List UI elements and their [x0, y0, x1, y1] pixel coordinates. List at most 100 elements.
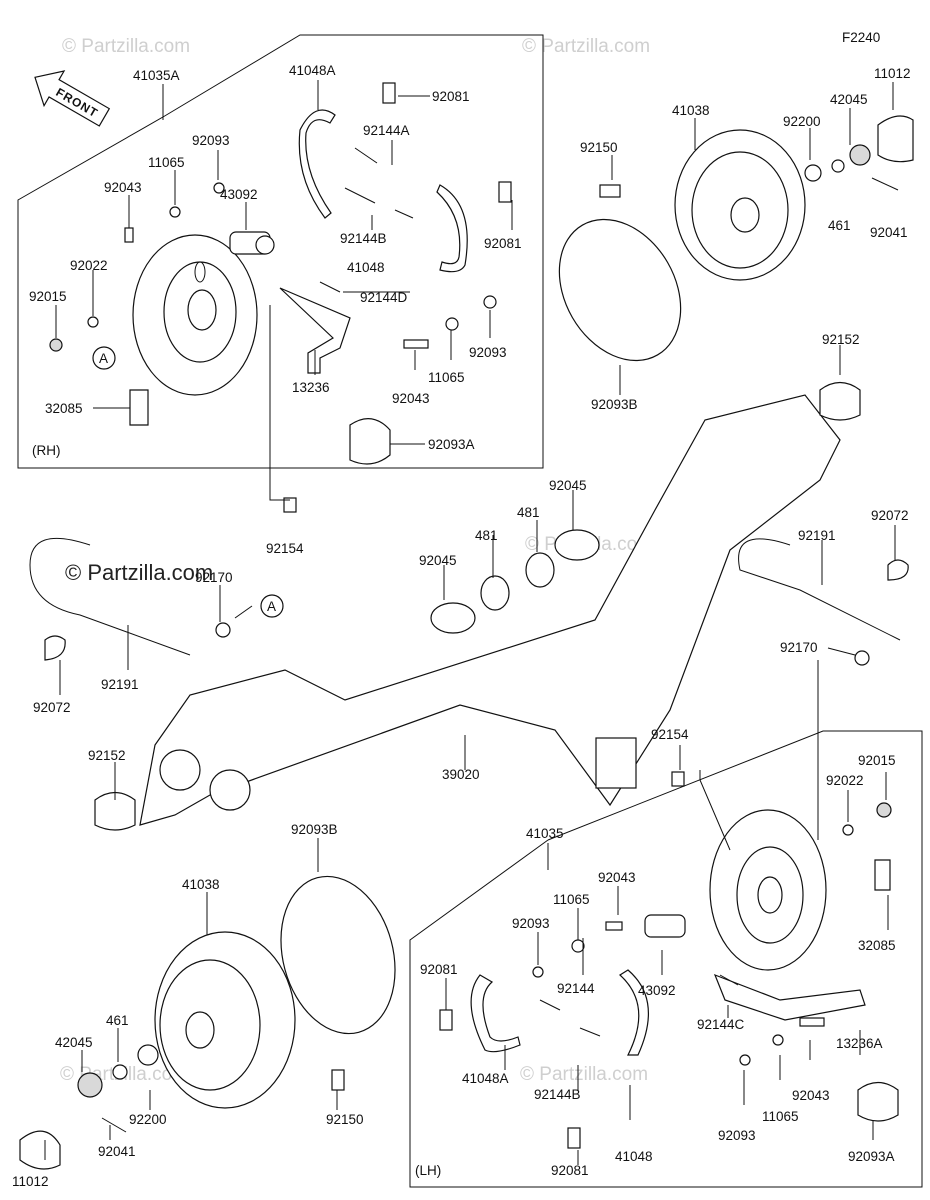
- part-label: 92072: [871, 508, 909, 523]
- part-label: 11065: [148, 155, 185, 170]
- part-label: 92150: [580, 140, 618, 155]
- part-label: 42045: [830, 92, 868, 107]
- part-label: 92170: [195, 570, 233, 585]
- part-label: 41048: [347, 260, 385, 275]
- part-label: 13236: [292, 380, 330, 395]
- rh-frame: [17, 34, 544, 469]
- part-label: 92081: [484, 236, 522, 251]
- brake-drum-lower: [154, 875, 396, 1109]
- part-label: 92081: [432, 89, 470, 104]
- part-label: 92191: [101, 677, 139, 692]
- lh-frame: [409, 730, 923, 1188]
- part-label: 41048A: [462, 1071, 509, 1086]
- part-label: 92144B: [534, 1087, 581, 1102]
- part-label: 11012: [874, 66, 911, 81]
- part-label: 92041: [98, 1144, 136, 1159]
- part-label: 32085: [858, 938, 896, 953]
- part-label: 39020: [442, 767, 480, 782]
- svg-text:A: A: [267, 599, 276, 614]
- watermark: © Partzilla.com: [522, 36, 650, 57]
- rh-backing-plate: [132, 234, 258, 396]
- part-label: 32085: [45, 401, 83, 416]
- part-label: 41048A: [289, 63, 336, 78]
- part-label: 92144: [557, 981, 595, 996]
- leader-lines: [44, 80, 896, 1165]
- part-label: 92093: [718, 1128, 756, 1143]
- callout-a-rh: A: [92, 346, 116, 370]
- lh-backing-plate: [709, 809, 827, 971]
- swingarm: [139, 394, 841, 826]
- part-label: 92144B: [340, 231, 387, 246]
- part-label: 42045: [55, 1035, 93, 1050]
- part-label: 92043: [598, 870, 636, 885]
- rh-brake-shoe-a: [298, 109, 336, 219]
- part-label: 41048: [615, 1149, 653, 1164]
- part-label: 41035: [526, 826, 564, 841]
- callout-a-center: A: [260, 594, 284, 618]
- part-label: 481: [517, 505, 540, 520]
- part-label: 92152: [88, 748, 126, 763]
- part-label: 92022: [70, 258, 108, 273]
- part-label: 92093B: [291, 822, 338, 837]
- part-label: 92150: [326, 1112, 364, 1127]
- part-label: 41035A: [133, 68, 180, 83]
- part-label: 11065: [762, 1109, 799, 1124]
- center-bearings: [94, 381, 861, 831]
- watermark-dark: © Partzilla.com: [65, 560, 213, 585]
- part-label: 92154: [266, 541, 304, 556]
- part-label: 92170: [780, 640, 818, 655]
- part-label: 461: [106, 1013, 129, 1028]
- part-label: 92043: [392, 391, 430, 406]
- part-label: 92144D: [360, 290, 408, 305]
- part-label: 43092: [220, 187, 258, 202]
- part-label: 92093A: [428, 437, 475, 452]
- part-label: 41038: [182, 877, 220, 892]
- svg-text:A: A: [99, 351, 108, 366]
- part-label: 92152: [822, 332, 860, 347]
- part-label: 92045: [419, 553, 457, 568]
- part-label: 92041: [870, 225, 908, 240]
- part-label: 43092: [638, 983, 676, 998]
- rh-small-parts: [49, 82, 512, 465]
- part-label: 481: [475, 528, 498, 543]
- part-label: 92072: [33, 700, 71, 715]
- watermark: © Partzilla.com: [520, 1064, 648, 1085]
- part-label: 92022: [826, 773, 864, 788]
- lh-section-tag: (LH): [415, 1163, 441, 1178]
- part-label: 13236A: [836, 1036, 883, 1051]
- figure-code: F2240: [842, 30, 880, 45]
- part-label: 11065: [553, 892, 590, 907]
- breather-hoses: [29, 537, 909, 666]
- part-label: 92191: [798, 528, 836, 543]
- part-label: 461: [828, 218, 851, 233]
- part-label: 11065: [428, 370, 465, 385]
- part-label: 92093A: [848, 1149, 895, 1164]
- part-label: 92144A: [363, 123, 410, 138]
- part-label: 92043: [104, 180, 142, 195]
- part-label: 92200: [783, 114, 821, 129]
- part-label: 41038: [672, 103, 710, 118]
- front-arrow-icon: FRONT: [34, 70, 111, 127]
- part-label: 92081: [420, 962, 458, 977]
- part-label: 92043: [792, 1088, 830, 1103]
- part-label: 92154: [651, 727, 689, 742]
- part-label: 92200: [129, 1112, 167, 1127]
- part-label: 92081: [551, 1163, 589, 1178]
- part-label: 92093B: [591, 397, 638, 412]
- part-label: 92144C: [697, 1017, 745, 1032]
- rh-brake-shoe: [436, 184, 468, 273]
- part-label: 92015: [29, 289, 67, 304]
- part-label: 92093: [192, 133, 230, 148]
- rh-wheel-cylinder: [229, 231, 275, 255]
- part-label: 11012: [12, 1174, 49, 1189]
- part-label: 92045: [549, 478, 587, 493]
- part-label: 92093: [512, 916, 550, 931]
- watermark: © Partzilla.com: [62, 36, 190, 57]
- upper-hub-parts: [599, 115, 914, 198]
- part-label: 92015: [858, 753, 896, 768]
- brake-drum-upper: [558, 129, 806, 362]
- lower-hub-parts: [19, 1044, 345, 1170]
- rh-section-tag: (RH): [32, 443, 61, 458]
- part-label: 92093: [469, 345, 507, 360]
